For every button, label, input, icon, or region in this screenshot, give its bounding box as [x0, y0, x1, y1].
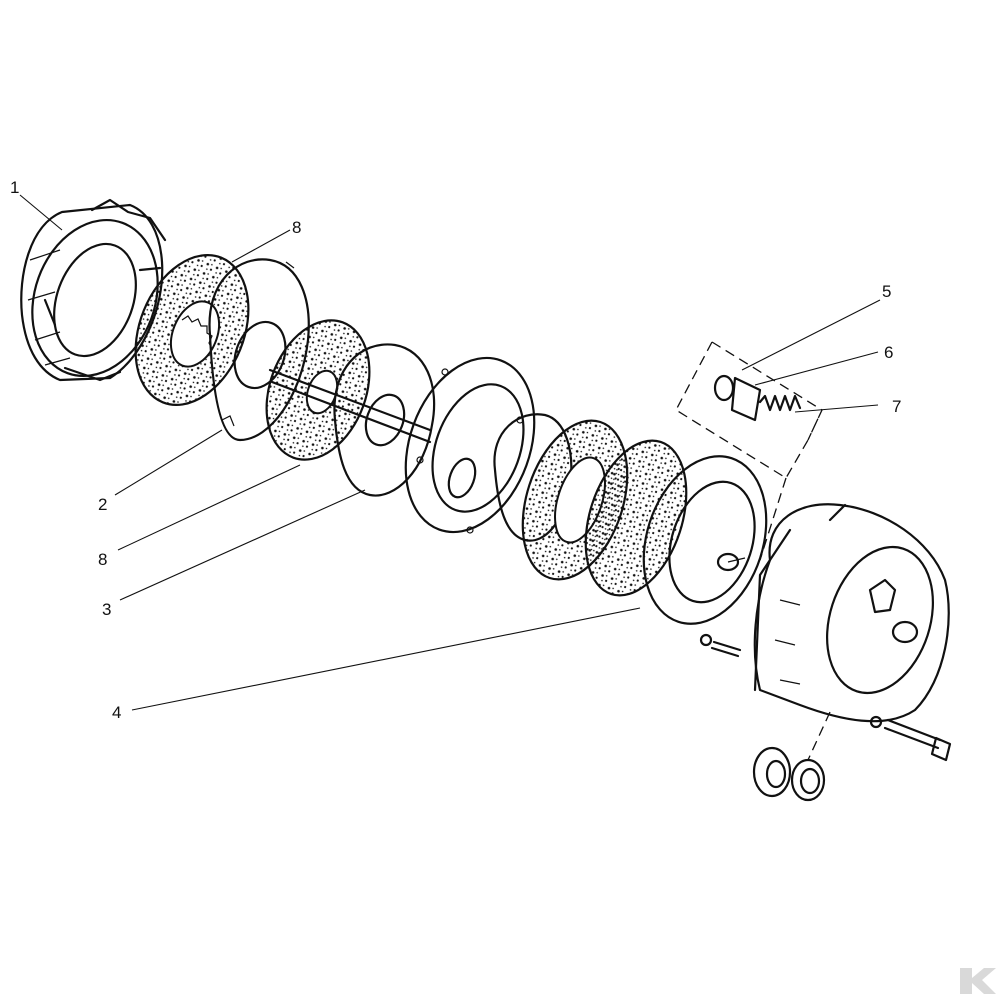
bushing-rings-part	[752, 746, 826, 802]
callout-3: 3	[102, 600, 111, 619]
brand-k-logo-icon	[960, 968, 996, 994]
drive-shaft	[268, 368, 432, 444]
callout-5: 5	[882, 282, 891, 301]
leader-1	[19, 194, 63, 231]
leader-6	[754, 351, 879, 386]
bearing-flange-part	[404, 356, 536, 534]
leader-8-lower	[117, 464, 301, 551]
intermediate-plate-part	[333, 343, 436, 497]
callout-7: 7	[892, 397, 901, 416]
callout-8-upper: 8	[292, 218, 301, 237]
leader-2	[114, 429, 223, 496]
callout-1: 1	[10, 178, 19, 197]
valve-body-part	[730, 376, 762, 422]
main-housing-part	[753, 503, 950, 723]
small-bolt-part	[699, 633, 742, 658]
friction-disc-part-middle	[265, 319, 371, 461]
callout-4: 4	[112, 703, 121, 722]
leader-5	[741, 299, 881, 371]
housing-cover-part	[20, 198, 167, 382]
clutch-drum-part	[493, 413, 688, 597]
leader-7	[794, 404, 879, 413]
spring-part	[758, 394, 802, 412]
callout-6: 6	[884, 343, 893, 362]
callout-8-lower: 8	[98, 550, 107, 569]
leader-4	[131, 607, 641, 711]
leader-3	[119, 489, 366, 601]
valve-assembly-group	[675, 341, 823, 561]
leader-lines	[19, 194, 881, 711]
leader-8-upper	[231, 229, 291, 263]
bushing-dash-line	[807, 711, 831, 761]
long-bolt-part	[869, 715, 952, 762]
o-ring-part	[713, 374, 735, 402]
friction-disc-part-upper	[134, 254, 250, 406]
callout-labels: 1 8 5 6 7 2 8 3 4	[10, 178, 901, 722]
callout-2: 2	[98, 495, 107, 514]
